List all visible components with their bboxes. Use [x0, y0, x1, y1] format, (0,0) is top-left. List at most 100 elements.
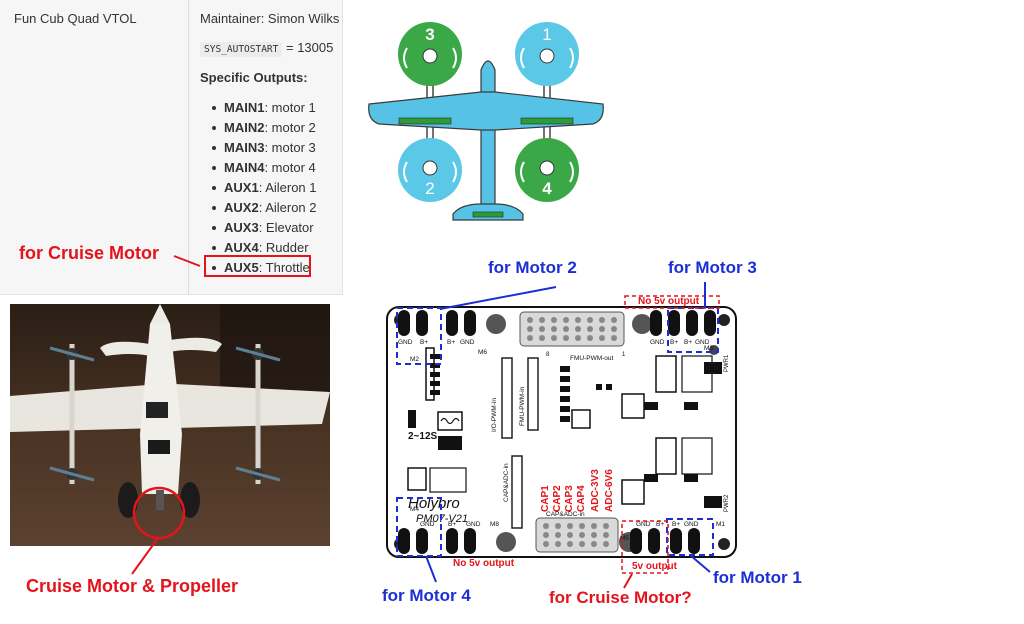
cap-adc-in-side-label: CAP&ADC-in — [503, 463, 510, 502]
list-bullet — [212, 206, 216, 210]
list-bullet — [212, 266, 216, 270]
motor-4-rotation-arrow-icon — [520, 161, 525, 183]
cruise-motor-propeller-label: Cruise Motor & Propeller — [26, 576, 239, 596]
output-item-main1: MAIN1: motor 1 — [224, 100, 316, 115]
list-bullet — [212, 246, 216, 250]
gnd-label: GND — [420, 521, 435, 528]
fmu-pwm-out-header — [519, 311, 625, 347]
maintainer-text: Maintainer: Simon Wilks — [200, 11, 340, 26]
output-item-aux1: AUX1: Aileron 1 — [224, 180, 317, 195]
motor-1-hub — [539, 48, 555, 64]
for-motor-1-label: for Motor 1 — [713, 568, 802, 587]
photo-propeller — [49, 346, 95, 362]
wing-shape — [368, 91, 604, 131]
motor-4-number: 4 — [542, 179, 552, 198]
component — [407, 467, 427, 491]
list-bullet — [212, 166, 216, 170]
port-label-m3: M3 — [704, 345, 713, 352]
for-cruise-motor-label: for Cruise Motor — [19, 243, 160, 263]
pwr2-label: PWR2 — [724, 494, 730, 512]
motor-3-hub — [422, 48, 438, 64]
photo-wheel — [180, 482, 200, 518]
vtol-motor-layout-diagram: 3 1 2 4 — [368, 22, 604, 221]
pin8-label: 8 — [546, 352, 550, 358]
for-motor-4-label: for Motor 4 — [382, 586, 471, 605]
pin-grid — [527, 317, 617, 341]
fmu-pwm-in-label: FMU-PWM-in — [519, 386, 526, 426]
output-item-aux5: AUX5: Throttle — [224, 260, 310, 275]
cap1-label: CAP1 — [540, 485, 551, 512]
port-label-m1: M1 — [716, 521, 725, 528]
cap-adc-in-bottom-label: CAP&ADC-in — [546, 511, 585, 518]
output-item-main4: MAIN4: motor 4 — [224, 160, 316, 175]
photo-propeller — [235, 466, 281, 482]
motor-4-leader — [425, 555, 437, 583]
bplus-label: B+ — [684, 339, 692, 346]
ic-chip — [621, 479, 645, 505]
fmu-pwm-out-label: FMU-PWM-out — [570, 355, 614, 362]
pin-grid — [543, 523, 609, 547]
inductor-icon — [437, 411, 463, 431]
adc-3v3-label: ADC-3V3 — [590, 469, 601, 512]
component-grid — [681, 437, 713, 475]
right-aileron — [520, 117, 574, 125]
motor-pads-m6 — [446, 310, 476, 336]
port-label-m5: M5 — [620, 535, 629, 542]
motor-2-number: 2 — [425, 179, 434, 198]
list-bullet — [212, 106, 216, 110]
photo-tailplane — [100, 341, 150, 356]
motor-3-rotation-arrow-icon — [452, 47, 457, 69]
output-item-aux2: AUX2: Aileron 2 — [224, 200, 317, 215]
cap4-label: CAP4 — [576, 485, 587, 512]
fuselage-shape — [480, 60, 496, 211]
motor-1-number: 1 — [542, 25, 551, 44]
motor-4-hub — [539, 160, 555, 176]
pwr1-connector — [704, 362, 722, 374]
airframe-name: Fun Cub Quad VTOL — [14, 11, 137, 26]
left-aileron — [398, 117, 452, 125]
sys-autostart-row: SYS_AUTOSTART = 13005 — [200, 40, 333, 57]
pm07-power-board-diagram: 2~12S Holybro PM07-V21 FMU-PWM-out 8 1 I… — [386, 306, 737, 558]
output-item-main2: MAIN2: motor 2 — [224, 120, 316, 135]
motor-pads-m8 — [446, 528, 476, 554]
list-bullet — [212, 146, 216, 150]
for-cruise-motor-q-label: for Cruise Motor? — [549, 588, 692, 607]
fmu-pwm-in-header — [527, 357, 539, 431]
for-motor-2-label: for Motor 2 — [488, 258, 577, 277]
gnd-label: GND — [636, 521, 651, 528]
pwr1-label: PWR1 — [724, 354, 730, 372]
output-item-main3: MAIN3: motor 3 — [224, 140, 316, 155]
port-label-m4: M4 — [410, 506, 419, 513]
adc-6v6-label: ADC-6V6 — [604, 469, 615, 512]
list-bullet — [212, 186, 216, 190]
pwr2-connector — [704, 496, 722, 508]
output-item-aux4: AUX4: Rudder — [224, 240, 309, 255]
motor-3-number: 3 — [425, 25, 434, 44]
motor-4-rotation-arrow-icon — [569, 161, 574, 183]
sys-autostart-param: SYS_AUTOSTART — [200, 42, 283, 57]
bplus-label: B+ — [447, 339, 455, 346]
gnd-label: GND — [695, 339, 710, 346]
motor-2-hub — [422, 160, 438, 176]
component-grid — [429, 467, 467, 493]
ic-chip — [571, 409, 591, 429]
component — [408, 410, 416, 428]
component — [438, 436, 462, 450]
cruise-motor-q-leader — [623, 573, 633, 589]
bplus-label: B+ — [670, 339, 678, 346]
no-5v-output-bottom-label: No 5v output — [453, 558, 515, 569]
5v-output-label: 5v output — [632, 561, 677, 572]
io-pwm-in-header — [501, 357, 513, 439]
power-inductor — [655, 437, 677, 475]
photo-cruise-propeller — [156, 490, 164, 510]
cap-adc-in-side-header — [511, 455, 523, 529]
cap2-label: CAP2 — [552, 485, 563, 512]
inductor-coil-icon — [440, 417, 460, 425]
output-item-aux3: AUX3: Elevator — [224, 220, 314, 235]
gnd-label: GND — [466, 521, 481, 528]
for-motor-3-label: for Motor 3 — [668, 258, 757, 277]
list-bullet — [212, 226, 216, 230]
mounting-hole — [718, 538, 730, 550]
bplus-label: B+ — [656, 521, 664, 528]
photo-battery — [148, 440, 170, 454]
